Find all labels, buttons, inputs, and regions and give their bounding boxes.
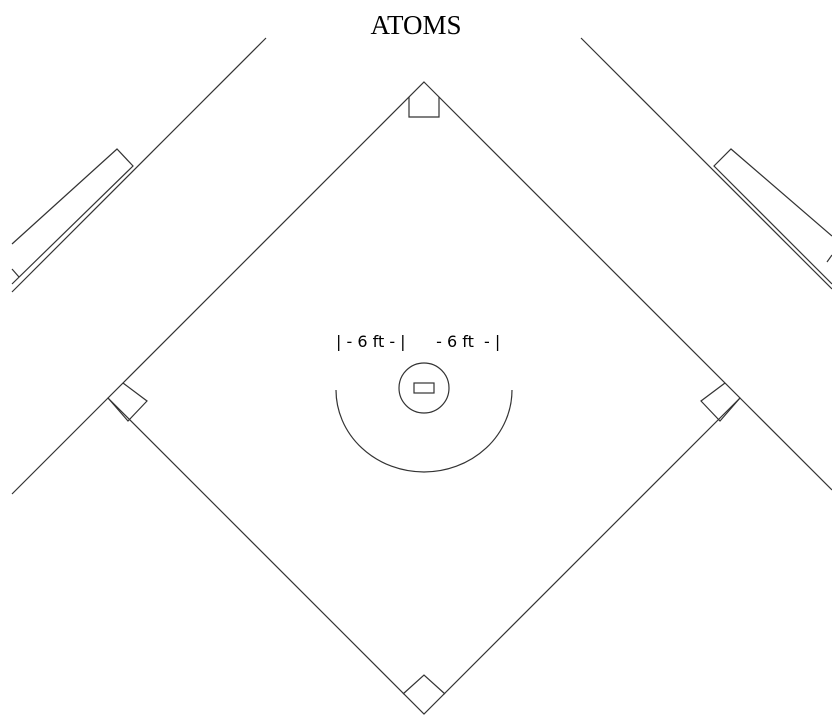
left-foul-line [11, 397, 109, 495]
pitching-circle [398, 362, 450, 414]
right-foul-line [739, 397, 832, 491]
safety-arc [335, 389, 513, 473]
measurement-right-label: - 6 ft - | [431, 332, 500, 351]
infield-diamond [107, 81, 741, 715]
second-base [408, 97, 440, 118]
right-dugout [713, 148, 832, 285]
left-outer-line [11, 37, 267, 293]
left-dugout [11, 148, 134, 285]
right-dugout-edge [826, 254, 832, 263]
right-outer-line [580, 37, 832, 290]
measurement-left-label: | - 6 ft - | [336, 332, 406, 351]
first-base [700, 382, 741, 422]
third-base [107, 382, 148, 422]
pitching-rubber [413, 382, 435, 394]
diagram-title: ATOMS [370, 10, 462, 40]
home-plate [402, 674, 446, 695]
left-dugout-edge [11, 268, 20, 278]
